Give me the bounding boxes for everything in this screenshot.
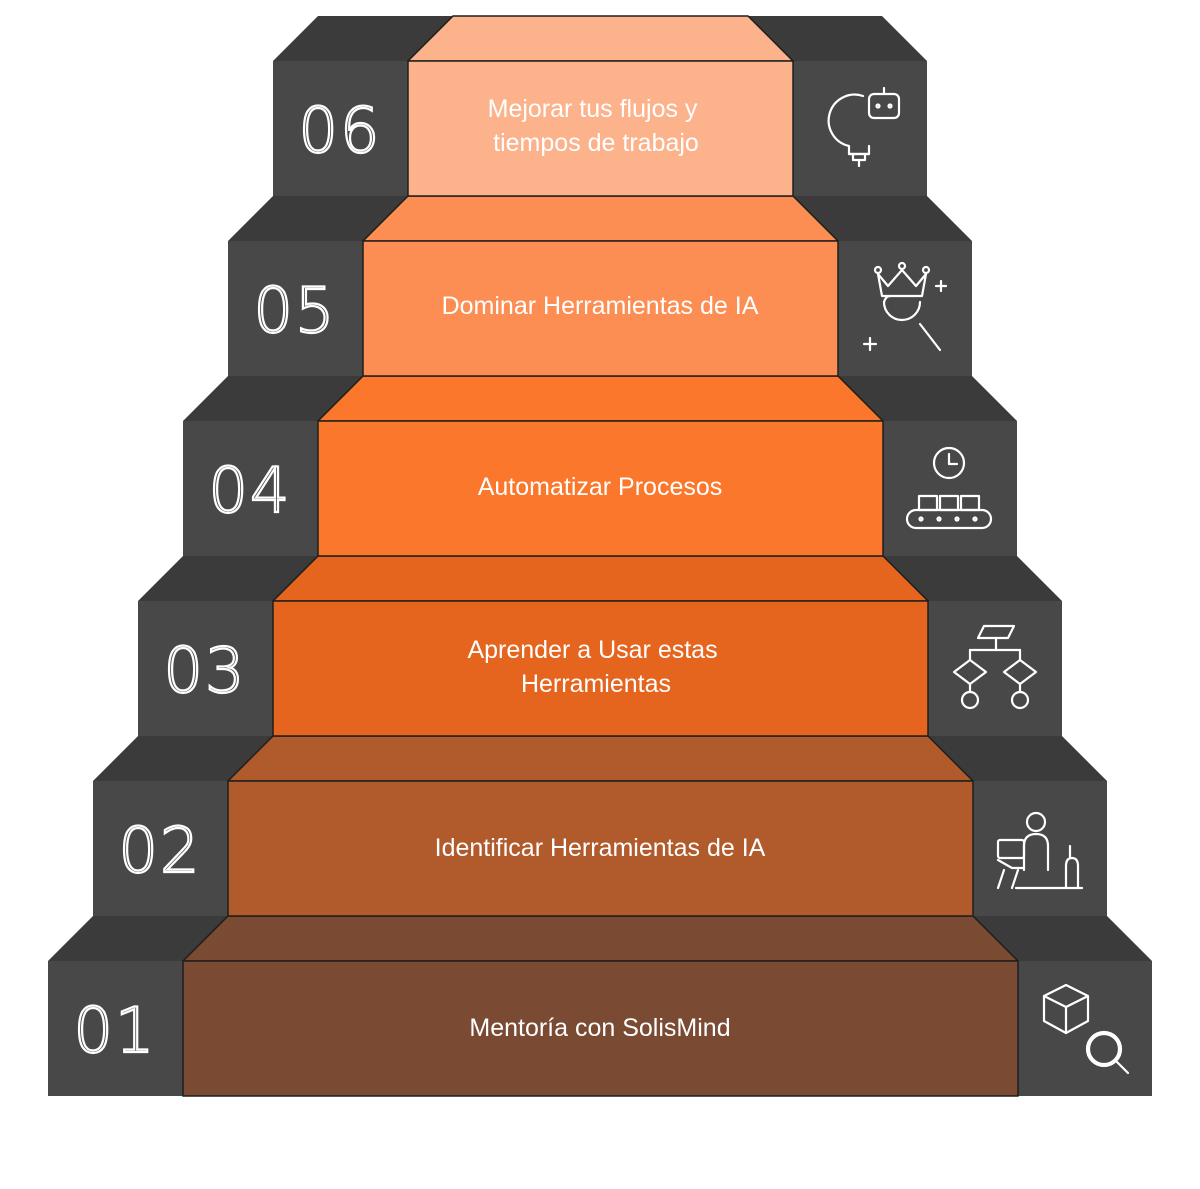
step-label: Mentoría con SolisMind [469,1014,730,1042]
step-icon-block [883,421,1017,556]
step-number: 04 [209,454,292,527]
step-icon-block [1018,961,1152,1096]
step-top-left [273,16,453,61]
step-top-left [183,376,363,421]
step-number-block [228,241,363,376]
step-top-left [228,196,408,241]
step-label: Dominar Herramientas de IA [442,292,759,320]
flowchart-icon [952,624,1038,710]
step-front [227,780,974,917]
step-number-block [48,961,183,1096]
step-front [407,60,794,197]
step-number-block [138,601,273,736]
step-top-center [316,375,885,422]
step-number: 03 [164,634,247,707]
step-top-right [838,376,1017,421]
step-number: 02 [119,814,202,887]
step-number: 06 [299,94,382,167]
step-top-center [406,15,795,62]
step-number: 01 [74,994,157,1067]
step-top-left [48,916,228,961]
step-label: Mejorar tus flujos y tiempos de trabajo [488,95,705,157]
step-top-left [138,556,318,601]
step-front [182,960,1019,1097]
step-number-block [183,421,318,556]
step-01: 01 Mentoría con SolisMind [72,983,1130,1075]
cube-search-icon [1042,983,1130,1075]
step-icon-block [793,61,927,196]
step-front [272,600,929,737]
person-laptop-icon [996,811,1084,890]
step-top-right [973,916,1152,961]
crown-search-icon [862,261,948,352]
step-front [317,420,884,557]
step-icon-block [973,781,1107,916]
clock-conveyor-icon [905,446,993,530]
step-tops [48,15,1152,962]
step-number-block [93,781,228,916]
step-06: 06 Mejorar tus flujos y tiempos de traba… [297,86,901,168]
step-icon-block [838,241,972,376]
step-label: Aprender a Usar estas Herramientas [467,636,724,698]
step-icon-block [928,601,1062,736]
step-top-right [883,556,1062,601]
step-03: 03 Aprender a Usar estas Herramientas [162,624,1038,710]
step-top-center [361,195,840,242]
step-label: Automatizar Procesos [478,473,723,501]
step-top-right [793,196,972,241]
step-label: Identificar Herramientas de IA [435,834,766,862]
step-top-right [748,16,927,61]
step-fronts [48,60,1152,1097]
step-04: 04 Automatizar Procesos [207,446,993,530]
step-front [362,240,839,377]
step-top-center [181,915,1020,962]
step-02: 02 Identificar Herramientas de IA [117,811,1084,890]
bulb-robot-icon [827,86,901,168]
step-number: 05 [254,274,337,347]
step-top-right [928,736,1107,781]
step-05: 05 Dominar Herramientas de IA [252,261,948,352]
step-top-left [93,736,273,781]
step-top-center [271,555,930,602]
step-top-center [226,735,975,782]
step-number-block [273,61,408,196]
